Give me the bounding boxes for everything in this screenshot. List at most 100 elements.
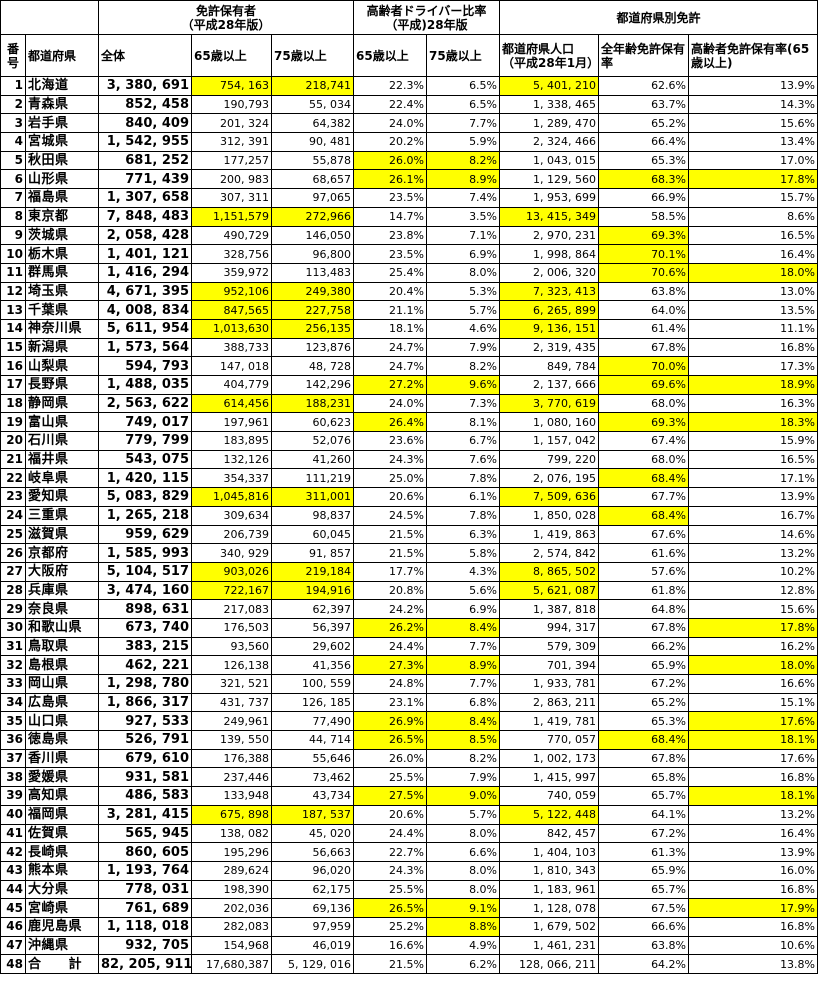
over65-cell: 490,729 <box>191 225 272 246</box>
row-number: 12 <box>0 281 26 302</box>
ratio75-cell: 8.8% <box>425 916 501 937</box>
row-number: 11 <box>0 262 26 283</box>
population-cell: 1, 338, 465 <box>499 94 600 115</box>
ratio75-cell: 8.0% <box>425 879 501 900</box>
ratio65-cell: 22.4% <box>353 94 427 115</box>
ratio65-cell: 26.2% <box>353 617 427 638</box>
ratio65-cell: 26.4% <box>353 412 427 433</box>
ratio65-cell: 24.2% <box>353 599 427 619</box>
total-cell: 779, 799 <box>98 431 192 451</box>
header-ratio75: 75歳以上 <box>425 34 501 77</box>
over65-cell: 198,390 <box>191 879 272 900</box>
ratio75-cell: 6.3% <box>425 524 501 545</box>
rate-elderly-cell: 16.6% <box>688 674 818 694</box>
over65-cell: 289,624 <box>191 860 272 881</box>
rate-elderly-cell: 13.9% <box>688 842 818 862</box>
pref-name: 静岡県 <box>25 393 99 414</box>
rate-all-cell: 66.6% <box>598 916 690 937</box>
population-cell: 128, 066, 211 <box>499 954 600 974</box>
population-cell: 5, 621, 087 <box>499 580 600 601</box>
over65-cell: 183,895 <box>191 431 272 451</box>
over75-cell: 146,050 <box>271 225 354 246</box>
ratio75-cell: 7.9% <box>425 337 501 358</box>
rate-elderly-cell: 17.8% <box>688 169 818 190</box>
total-cell: 1, 573, 564 <box>98 337 192 358</box>
over65-cell: 126,138 <box>191 655 272 675</box>
total-cell: 383, 215 <box>98 636 192 657</box>
total-cell: 462, 221 <box>98 655 192 675</box>
header-group-ratio: 高齢者ドライバー比率 （平成)28年版 <box>352 0 501 35</box>
row-number: 1 <box>0 76 26 96</box>
population-cell: 2, 970, 231 <box>499 225 600 246</box>
ratio65-cell: 26.1% <box>353 169 427 190</box>
ratio65-cell: 20.6% <box>353 487 427 507</box>
row-number: 35 <box>0 711 26 732</box>
population-cell: 1, 129, 560 <box>499 169 600 190</box>
over75-cell: 249,380 <box>271 281 354 302</box>
rate-elderly-cell: 13.0% <box>688 281 818 302</box>
total-cell: 959, 629 <box>98 524 192 545</box>
total-cell: 5, 083, 829 <box>98 487 192 507</box>
ratio75-cell: 8.9% <box>425 655 501 675</box>
total-cell: 1, 585, 993 <box>98 543 192 563</box>
rate-elderly-cell: 16.4% <box>688 823 818 844</box>
rate-elderly-cell: 15.9% <box>688 431 818 451</box>
rate-all-cell: 65.9% <box>598 860 690 881</box>
population-cell: 1, 043, 015 <box>499 150 600 171</box>
rate-all-cell: 65.7% <box>598 786 690 806</box>
ratio65-cell: 24.0% <box>353 393 427 414</box>
population-cell: 1, 404, 103 <box>499 842 600 862</box>
rate-all-cell: 68.0% <box>598 393 690 414</box>
license-table: 免許保有者 （平成28年版） 高齢者ドライバー比率 （平成)28年版 都道府県別… <box>0 0 818 974</box>
ratio75-cell: 7.8% <box>425 468 501 489</box>
over65-cell: 200, 983 <box>191 169 272 190</box>
over65-cell: 847,565 <box>191 300 272 320</box>
rate-all-cell: 65.2% <box>598 113 690 134</box>
row-number: 33 <box>0 674 26 694</box>
rate-all-cell: 66.4% <box>598 132 690 152</box>
pref-name: 山口県 <box>25 711 99 732</box>
ratio65-cell: 18.1% <box>353 318 427 339</box>
row-number: 45 <box>0 898 26 918</box>
over65-cell: 282,083 <box>191 916 272 937</box>
ratio75-cell: 6.9% <box>425 599 501 619</box>
row-number: 26 <box>0 543 26 563</box>
pref-name: 鹿児島県 <box>25 916 99 937</box>
over75-cell: 56,397 <box>271 617 354 638</box>
ratio65-cell: 14.7% <box>353 206 427 227</box>
over75-cell: 55,878 <box>271 150 354 171</box>
over65-cell: 176,503 <box>191 617 272 638</box>
over75-cell: 98,837 <box>271 505 354 526</box>
ratio65-cell: 23.8% <box>353 225 427 246</box>
over65-cell: 249,961 <box>191 711 272 732</box>
row-number: 31 <box>0 636 26 657</box>
ratio75-cell: 8.0% <box>425 262 501 283</box>
over75-cell: 44, 714 <box>271 730 354 750</box>
over75-cell: 73,462 <box>271 767 354 788</box>
over75-cell: 46,019 <box>271 935 354 956</box>
header-total: 全体 <box>98 34 192 77</box>
over75-cell: 43,734 <box>271 786 354 806</box>
rate-elderly-cell: 16.5% <box>688 225 818 246</box>
ratio65-cell: 23.5% <box>353 188 427 208</box>
population-cell: 1, 419, 781 <box>499 711 600 732</box>
ratio75-cell: 8.2% <box>425 356 501 376</box>
pref-name: 秋田県 <box>25 150 99 171</box>
ratio75-cell: 5.8% <box>425 543 501 563</box>
total-cell: 3, 380, 691 <box>98 76 192 96</box>
pref-name: 滋賀県 <box>25 524 99 545</box>
total-cell: 1, 416, 294 <box>98 262 192 283</box>
row-number: 41 <box>0 823 26 844</box>
rate-elderly-cell: 16.2% <box>688 636 818 657</box>
row-number: 34 <box>0 692 26 713</box>
ratio65-cell: 22.7% <box>353 842 427 862</box>
rate-elderly-cell: 13.5% <box>688 300 818 320</box>
over75-cell: 52,076 <box>271 431 354 451</box>
row-number: 15 <box>0 337 26 358</box>
